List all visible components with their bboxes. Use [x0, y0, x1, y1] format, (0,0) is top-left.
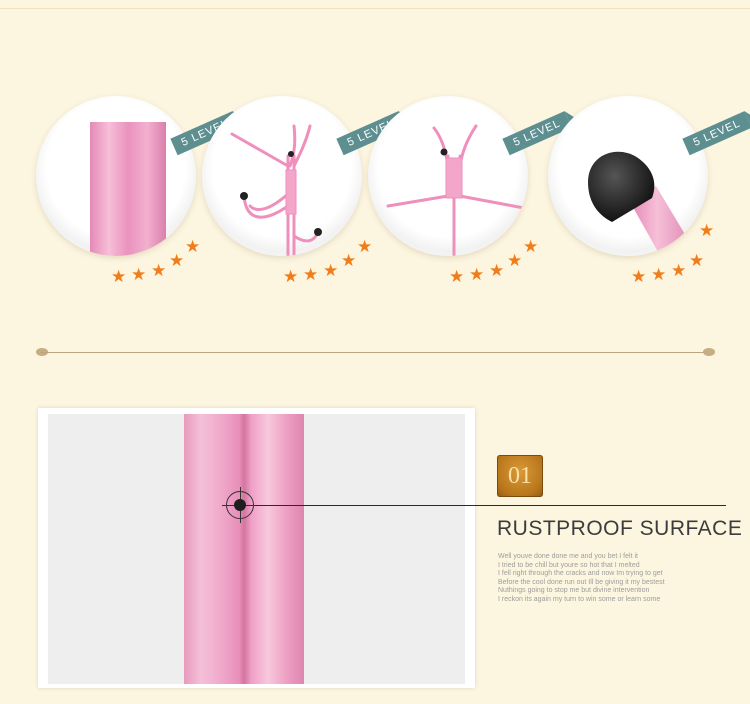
badge-photo-foot	[548, 96, 708, 256]
section-divider	[40, 352, 712, 353]
description-line: I fell right through the cracks and now …	[498, 570, 663, 577]
feature-badge-foot: 5 LEVEL ★ ★ ★ ★ ★	[548, 96, 750, 286]
star-icon: ★	[169, 251, 185, 270]
feature-badge-hooks: 5 LEVEL ★ ★ ★ ★ ★	[202, 96, 406, 286]
star-icon: ★	[323, 261, 339, 280]
star-icon: ★	[449, 267, 465, 286]
star-icon: ★	[689, 251, 705, 270]
star-icon: ★	[357, 237, 373, 256]
star-icon: ★	[671, 261, 687, 280]
description-line: Well youve done done me and you bet I fe…	[498, 553, 638, 560]
star-icon: ★	[151, 261, 167, 280]
pink-pole-closeup	[184, 414, 304, 684]
feature-badge-base: 5 LEVEL ★ ★ ★ ★ ★	[368, 96, 572, 286]
star-icon: ★	[523, 237, 539, 256]
star-icon: ★	[303, 265, 319, 284]
callout-leader-line	[256, 505, 726, 506]
star-icon: ★	[131, 265, 147, 284]
badge-photo-tube	[36, 96, 196, 256]
description-line: Nuthings going to stop me but divine int…	[498, 587, 650, 594]
tripod-base-image	[386, 124, 526, 256]
star-icon: ★	[469, 265, 485, 284]
star-icon: ★	[283, 267, 299, 286]
star-icon: ★	[699, 221, 715, 240]
divider-right-tip	[703, 348, 715, 356]
hooks-image	[230, 124, 322, 256]
badge-photo-hooks	[202, 96, 362, 256]
star-icon: ★	[631, 267, 647, 286]
detail-photo	[48, 414, 465, 684]
pink-tube-image	[90, 122, 166, 256]
star-icon: ★	[111, 267, 127, 286]
star-icon: ★	[489, 261, 505, 280]
description-line: I reckon its again my turn to win some o…	[498, 595, 661, 603]
rubber-foot-image	[588, 151, 698, 256]
star-icon: ★	[185, 237, 201, 256]
callout-target-dot	[234, 499, 246, 511]
star-icon: ★	[507, 251, 523, 270]
star-icon: ★	[651, 265, 667, 284]
feature-badge-tube: 5 LEVEL ★ ★ ★ ★ ★	[36, 96, 240, 286]
feature-description: Well youve done done me and you bet I fe…	[498, 553, 738, 604]
badge-photo-base	[368, 96, 528, 256]
star-icon: ★	[341, 251, 357, 270]
top-border	[0, 8, 750, 9]
detail-photo-frame	[38, 408, 475, 688]
feature-title: RUSTPROOF SURFACE	[497, 517, 743, 540]
description-line: Before the cool done run out Ill be givi…	[498, 578, 665, 586]
description-line: I tried to be chill but youre so hot tha…	[498, 561, 640, 569]
feature-number-tag: 01	[497, 455, 543, 497]
